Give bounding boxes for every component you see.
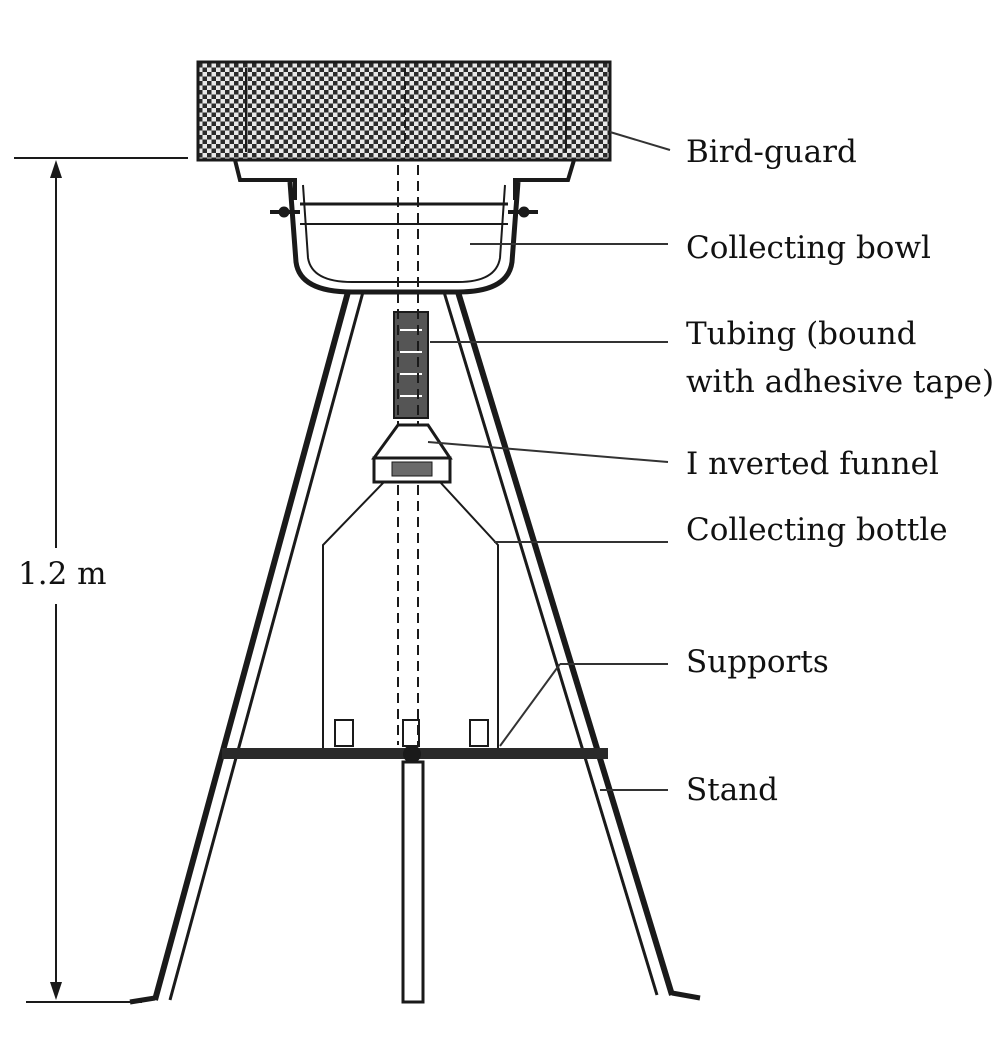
label-tubing-line2: with adhesive tape): [686, 364, 995, 400]
label-supports: Supports: [686, 644, 829, 680]
inverted-funnel: [371, 423, 453, 484]
supports: [334, 719, 489, 747]
bird-guard: [196, 60, 612, 162]
label-stand: Stand: [686, 772, 778, 808]
leader-lines: [427, 131, 671, 791]
label-collecting-bottle: Collecting bottle: [686, 512, 948, 548]
height-label: 1.2 m: [18, 556, 107, 592]
stand-center-leg: [401, 760, 425, 1004]
collecting-bottle: [322, 481, 499, 748]
bird-guard-brackets: [233, 159, 576, 200]
label-inverted-funnel: I nverted funnel: [686, 446, 939, 482]
collecting-bowl: [270, 181, 538, 295]
label-collecting-bowl: Collecting bowl: [686, 230, 931, 266]
stand-legs: [129, 291, 701, 1005]
label-bird-guard: Bird-guard: [686, 134, 857, 170]
label-tubing-line1: Tubing (bound: [686, 316, 917, 352]
tubing: [393, 311, 429, 419]
height-dimension: [14, 157, 188, 1003]
stand-platform: [222, 745, 608, 763]
